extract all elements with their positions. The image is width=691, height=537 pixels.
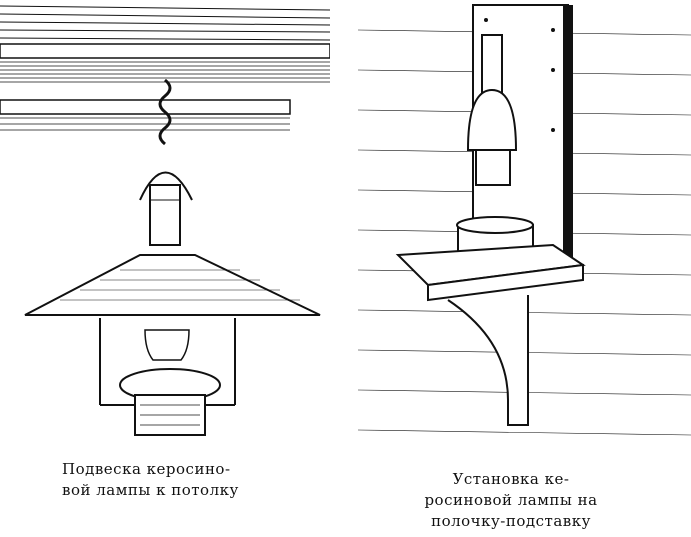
wall-lamp-icon [358,4,691,436]
caption-left-line-1: Подвеска керосино- [62,460,231,478]
caption-wall-lamp: Установка ке- росиновой лампы на полочку… [376,469,646,532]
caption-left-line-2: вой лампы к потолку [62,481,239,499]
hanging-lamp-icon [0,5,330,436]
caption-right-line-1: Установка ке- [452,470,570,488]
caption-right-line-3: полочку-подставку [431,512,591,530]
caption-hanging-lamp: Подвеска керосино- вой лампы к потолку [62,459,302,501]
wall-shelf-lamp-illustration [358,0,691,455]
hanging-lamp-illustration [0,0,330,455]
caption-right-line-2: росиновой лампы на [424,491,598,509]
ceiling-planks [0,5,330,41]
